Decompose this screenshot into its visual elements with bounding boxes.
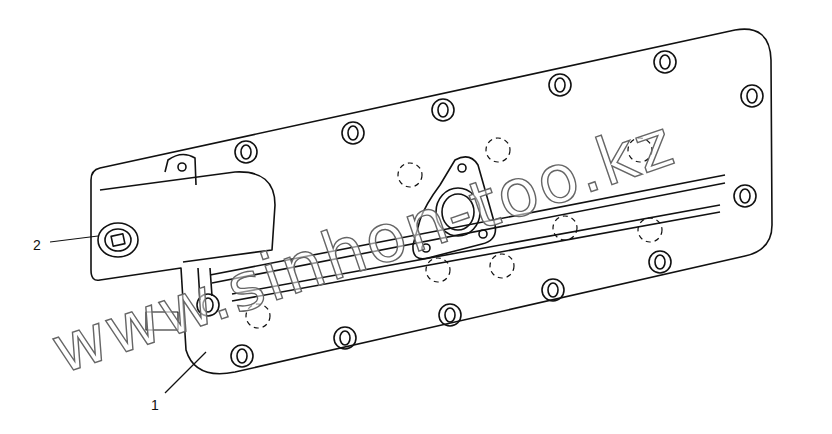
housing-cylinder	[98, 223, 138, 257]
leader-line	[165, 352, 206, 393]
callout-number: 1	[151, 398, 159, 412]
housing-edge	[100, 172, 275, 262]
leader-line	[50, 236, 98, 242]
callout-number: 2	[33, 238, 41, 252]
housing-tab	[165, 154, 196, 185]
